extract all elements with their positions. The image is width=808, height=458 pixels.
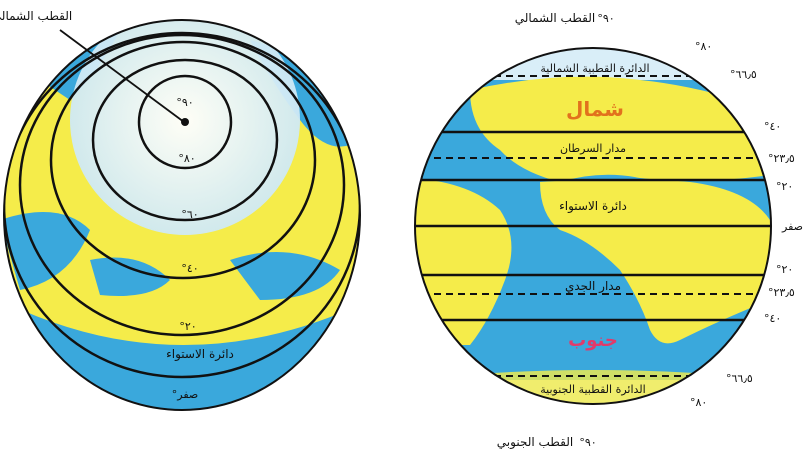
right-equator-label: دائرة الاستواء xyxy=(559,199,627,214)
tropic-cancer-label: مدار السرطان xyxy=(560,142,626,155)
deg-40-n: °٤٠ xyxy=(764,120,781,133)
north-word: شمال xyxy=(566,97,624,121)
deg-80-n: °٨٠ xyxy=(695,40,712,53)
deg-665-n: °٦٦٫٥ xyxy=(730,68,757,81)
deg-20-n: °٢٠ xyxy=(776,180,793,193)
left-lat-60: °٦٠ xyxy=(181,208,198,221)
south-word: جنوب xyxy=(568,330,618,351)
left-pole-label: القطب الشمالي xyxy=(0,9,72,23)
deg-20-s: °٢٠ xyxy=(776,263,793,276)
left-globe: القطب الشمالي °٩٠ °٨٠ °٦٠ °٤٠ °٢٠ دائرة … xyxy=(0,0,370,420)
deg-235-n: °٢٣٫٥ xyxy=(768,152,795,165)
left-equator-label: دائرة الاستواء xyxy=(166,347,234,362)
left-lat-20: °٢٠ xyxy=(179,320,196,333)
north-pole-dot xyxy=(181,118,189,126)
north-pole-degree: °٩٠ xyxy=(597,12,614,25)
left-lat-90: °٩٠ xyxy=(176,96,193,109)
deg-665-s: °٦٦٫٥ xyxy=(726,372,753,385)
south-pole-label: القطب الجنوبي xyxy=(497,435,573,450)
antarctic-circle-label: الدائرة القطبية الجنوبية xyxy=(540,383,645,396)
left-lat-40: °٤٠ xyxy=(181,262,198,275)
right-globe: الدائرة القطبية الشمالية شمال مدار السرط… xyxy=(410,11,803,450)
deg-40-s: °٤٠ xyxy=(764,312,781,325)
south-pole-degree: °٩٠ xyxy=(579,436,596,449)
left-lat-80: °٨٠ xyxy=(178,152,195,165)
left-lat-0: °صفر xyxy=(172,388,198,401)
deg-235-s: °٢٣٫٥ xyxy=(768,286,795,299)
arctic-circle-label: الدائرة القطبية الشمالية xyxy=(540,62,649,75)
deg-0: صفر xyxy=(781,220,803,233)
tropic-capricorn-label: مدار الجدي xyxy=(565,279,621,294)
north-pole-label: القطب الشمالي xyxy=(515,11,595,25)
deg-80-s: °٨٠ xyxy=(690,396,707,409)
